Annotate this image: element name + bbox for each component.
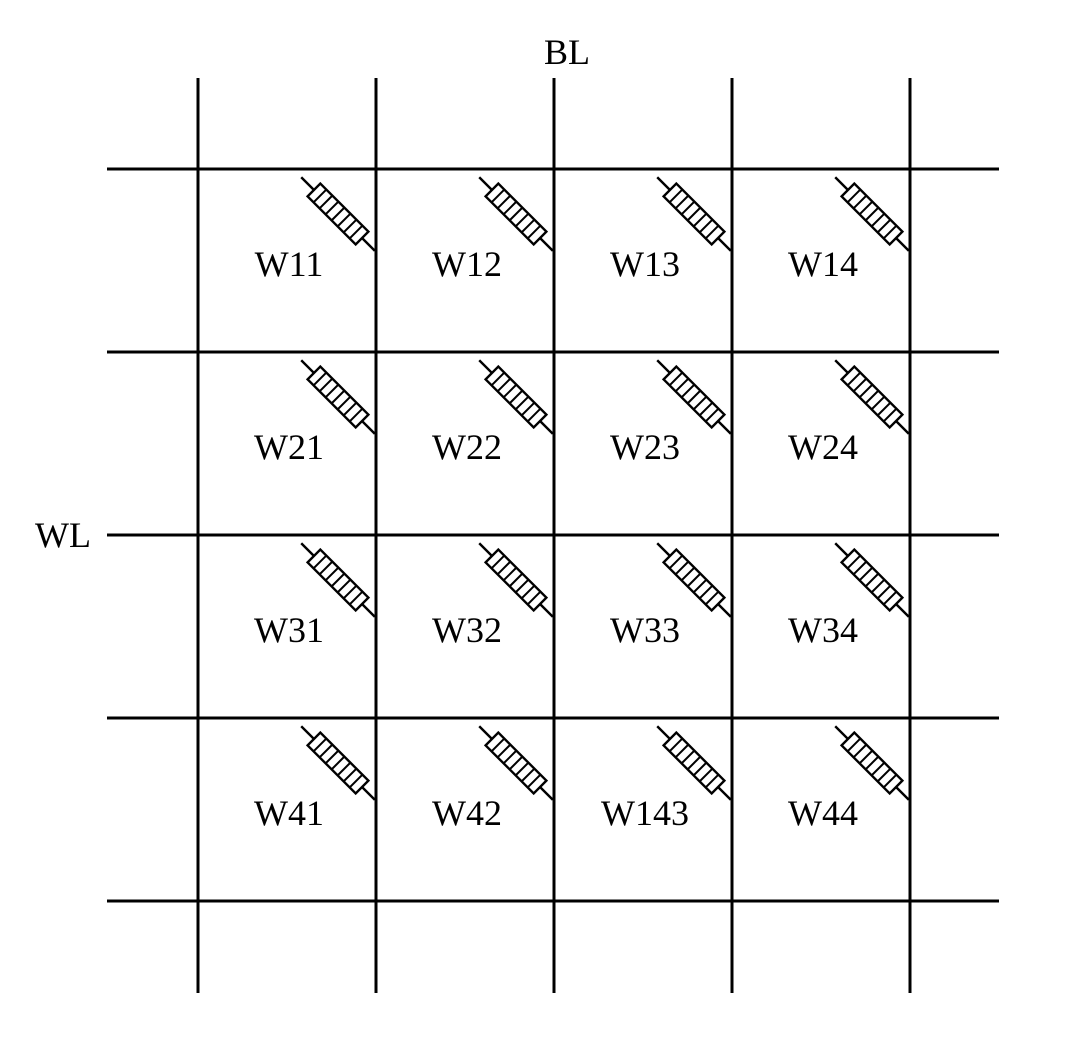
wire-grid	[107, 78, 999, 993]
resistor-icon	[834, 359, 910, 435]
memory-cell: W22	[432, 359, 554, 467]
memory-cell: W11	[255, 176, 376, 284]
memory-cell: W21	[254, 359, 376, 467]
memory-cell: W13	[610, 176, 732, 284]
resistor-icon	[834, 542, 910, 618]
cell-weight-label: W23	[610, 427, 680, 467]
memory-cell: W12	[432, 176, 554, 284]
memory-cell: W44	[788, 725, 910, 833]
bitline-label: BL	[544, 32, 590, 72]
cell-weight-label: W21	[254, 427, 324, 467]
resistor-icon	[300, 176, 376, 252]
memory-cell: W41	[254, 725, 376, 833]
wordline-label: WL	[35, 515, 91, 555]
memory-cell: W34	[788, 542, 910, 650]
memory-cell: W23	[610, 359, 732, 467]
cell-weight-label: W143	[601, 793, 689, 833]
cell-weight-label: W24	[788, 427, 858, 467]
memory-cell: W14	[788, 176, 910, 284]
memory-cell: W143	[601, 725, 732, 833]
resistor-icon	[656, 359, 732, 435]
cell-weight-label: W12	[432, 244, 502, 284]
resistor-icon	[834, 176, 910, 252]
cell-weight-label: W31	[254, 610, 324, 650]
resistor-icon	[656, 542, 732, 618]
resistor-icon	[656, 176, 732, 252]
memory-cell: W31	[254, 542, 376, 650]
cell-weight-label: W34	[788, 610, 858, 650]
cell-weight-label: W33	[610, 610, 680, 650]
resistor-icon	[656, 725, 732, 801]
resistor-icon	[834, 725, 910, 801]
resistor-icon	[478, 176, 554, 252]
cell-weight-label: W41	[254, 793, 324, 833]
cell-weight-label: W32	[432, 610, 502, 650]
cell-weight-label: W44	[788, 793, 858, 833]
resistor-icon	[300, 542, 376, 618]
memory-cell: W24	[788, 359, 910, 467]
resistor-icon	[478, 359, 554, 435]
cell-weight-label: W42	[432, 793, 502, 833]
memory-cell: W32	[432, 542, 554, 650]
cell-weight-label: W11	[255, 244, 324, 284]
resistor-icon	[300, 359, 376, 435]
resistor-icon	[300, 725, 376, 801]
resistor-icon	[478, 542, 554, 618]
resistor-icon	[478, 725, 554, 801]
cell-weight-label: W22	[432, 427, 502, 467]
memory-cell: W33	[610, 542, 732, 650]
cell-weight-label: W14	[788, 244, 858, 284]
cell-weight-label: W13	[610, 244, 680, 284]
memory-cell: W42	[432, 725, 554, 833]
